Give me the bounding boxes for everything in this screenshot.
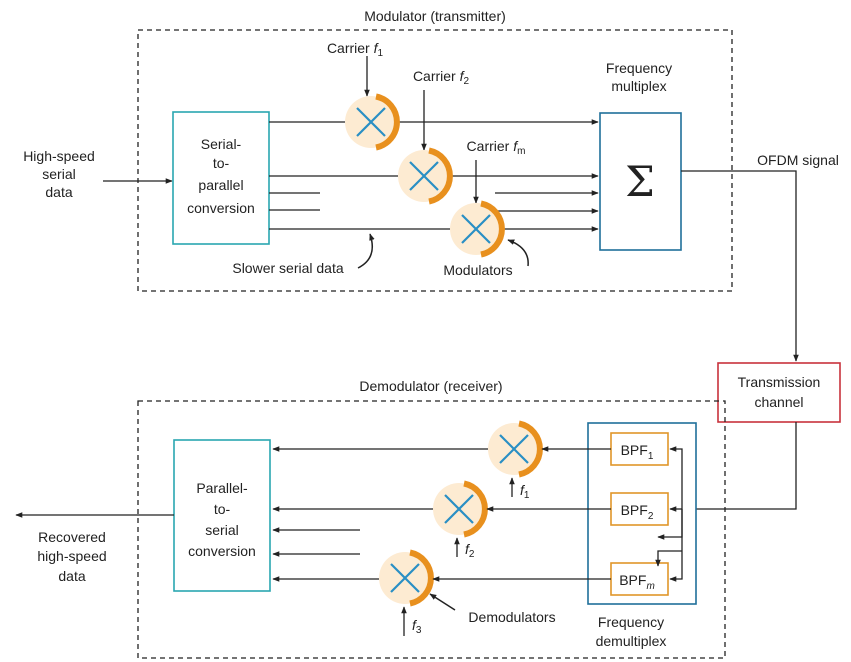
demod-f3-label: f3 <box>412 617 422 636</box>
svg-text:multiplex: multiplex <box>611 78 666 94</box>
svg-text:Transmission: Transmission <box>738 374 821 390</box>
bpf-2-block <box>610 492 669 526</box>
demodulators-pointer <box>429 593 456 611</box>
svg-text:to-: to- <box>213 155 230 171</box>
svg-text:serial: serial <box>42 166 75 182</box>
summer-block <box>599 112 682 251</box>
carrier-fm-label: Carrier fm <box>467 138 526 157</box>
high-speed-serial-data-label: High-speed serial data <box>23 148 95 200</box>
svg-text:serial: serial <box>205 522 238 538</box>
svg-text:channel: channel <box>754 394 803 410</box>
channel-output-line <box>665 422 797 512</box>
bpf-2-label: BPF2 <box>621 502 654 522</box>
frequency-demultiplex-label: Frequency demultiplex <box>596 614 667 649</box>
svg-text:parallel: parallel <box>198 177 243 193</box>
serial-to-parallel-block <box>172 111 270 245</box>
svg-text:to-: to- <box>214 501 231 517</box>
serial-to-parallel-label: Serial- to- parallel conversion <box>187 136 255 216</box>
demod-f1-label: f1 <box>520 482 530 501</box>
svg-text:conversion: conversion <box>187 200 255 216</box>
modulator-title: Modulator (transmitter) <box>364 8 506 24</box>
carrier-arrows <box>364 56 479 204</box>
svg-text:data: data <box>45 184 72 200</box>
ofdm-output-line <box>681 170 799 362</box>
demodulator-dashed-frame <box>137 400 726 659</box>
demodulator-mixer-1 <box>488 420 543 478</box>
svg-text:high-speed: high-speed <box>37 548 106 564</box>
demod-frequency-arrows <box>401 477 515 636</box>
carrier-f1-label: Carrier f1 <box>327 40 384 59</box>
demodulator-mixer-3 <box>379 549 434 607</box>
bpf-1-label: BPF1 <box>621 442 654 462</box>
modulator-dashed-frame <box>137 29 733 292</box>
modulators-pointer <box>507 239 529 267</box>
demodulator-mixer-2 <box>433 480 488 538</box>
svg-text:Parallel-: Parallel- <box>196 480 248 496</box>
demodulators-label: Demodulators <box>468 609 555 625</box>
svg-text:conversion: conversion <box>188 543 256 559</box>
svg-text:data: data <box>58 568 85 584</box>
slower-serial-pointer <box>357 233 375 269</box>
parallel-to-serial-block <box>173 439 271 592</box>
demodulator-signal-lines <box>272 446 611 582</box>
slower-serial-data-label: Slower serial data <box>232 260 343 276</box>
transmission-channel-label: Transmission channel <box>738 374 821 410</box>
ofdm-signal-label: OFDM signal <box>757 152 839 168</box>
svg-text:Serial-: Serial- <box>201 136 242 152</box>
bpf-input-bus <box>655 446 683 582</box>
modulator-mixer-3 <box>450 200 505 258</box>
modulator-mixer-2 <box>398 147 453 205</box>
modulator-signal-lines <box>269 119 599 232</box>
frequency-multiplex-label: Frequency multiplex <box>606 60 672 94</box>
svg-text:High-speed: High-speed <box>23 148 95 164</box>
recovered-high-speed-data-label: Recovered high-speed data <box>37 529 106 584</box>
modulator-mixer-1 <box>345 93 400 151</box>
parallel-to-serial-label: Parallel- to- serial conversion <box>188 480 256 559</box>
svg-text:Recovered: Recovered <box>38 529 106 545</box>
transmission-channel-block <box>717 362 841 423</box>
svg-text:Frequency: Frequency <box>598 614 664 630</box>
demodulator-title: Demodulator (receiver) <box>359 378 502 394</box>
modulators-label: Modulators <box>443 262 512 278</box>
svg-text:Frequency: Frequency <box>606 60 672 76</box>
demod-f2-label: f2 <box>465 541 475 560</box>
bpf-m-label: BPFm <box>619 572 655 592</box>
sum-symbol: Σ <box>625 157 655 206</box>
carrier-f2-label: Carrier f2 <box>413 68 470 87</box>
svg-text:demultiplex: demultiplex <box>596 633 667 649</box>
